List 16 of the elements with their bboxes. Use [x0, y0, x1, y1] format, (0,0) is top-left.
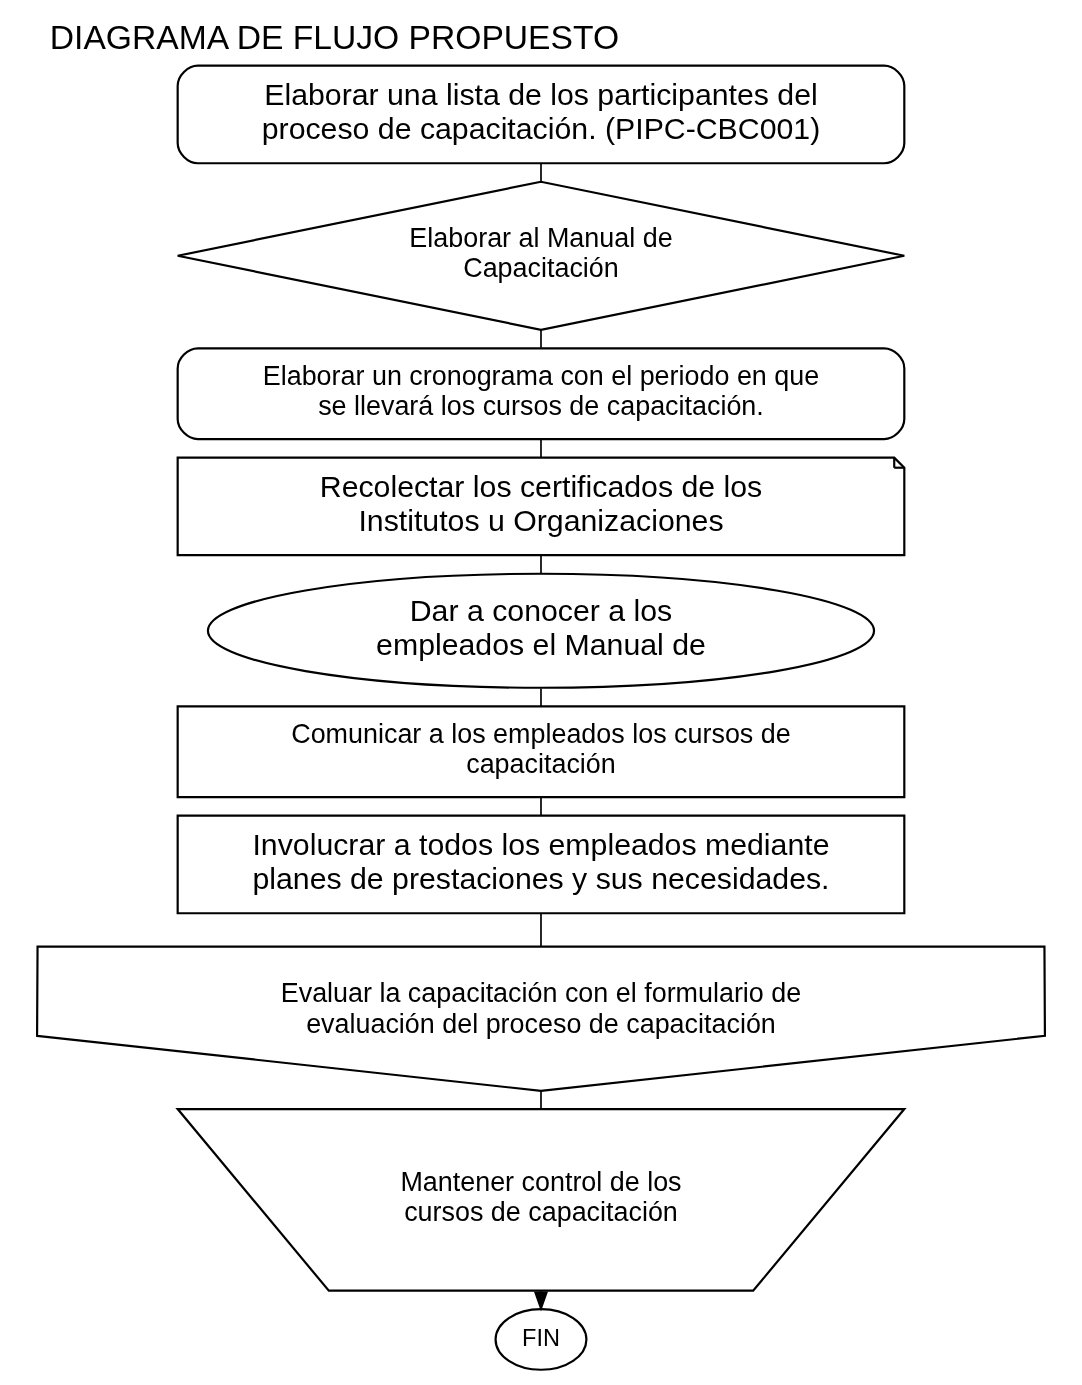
node-box: Comunicar a los empleados los cursos de capacitación	[176, 705, 906, 799]
node-diamond: Elaborar al Manual de Capacitación	[176, 180, 906, 331]
connector	[540, 554, 542, 574]
connector	[540, 796, 542, 817]
connector	[540, 687, 542, 707]
connector	[540, 438, 542, 459]
connector	[540, 913, 542, 948]
node-ellipse: FIN	[494, 1308, 588, 1371]
connector	[540, 1090, 542, 1110]
node-box: Elaborar una lista de los participantes del proceso de capacitación. (PIPC-CBC001)	[176, 64, 906, 165]
node-box: Elaborar un cronograma con el periodo en que se llevará los cursos de capacitación.	[176, 347, 906, 441]
diagram-title: DIAGRAMA DE FLUJO PROPUESTO	[49, 18, 620, 56]
connector	[540, 162, 542, 183]
node-box: Involucrar a todos los empleados mediante planes de prestaciones y sus necesidades.	[176, 814, 906, 915]
node-ellipse: Dar a conocer a los empleados el Manual de	[206, 572, 876, 689]
connector	[540, 329, 542, 349]
